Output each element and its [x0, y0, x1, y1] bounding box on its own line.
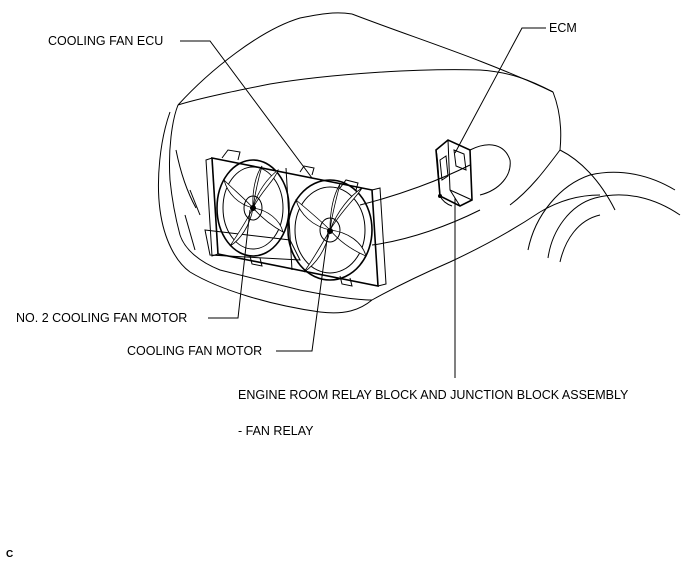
no2-cooling-fan [216, 159, 290, 257]
ecm-relay-block [435, 139, 473, 207]
label-relay-block: ENGINE ROOM RELAY BLOCK AND JUNCTION BLO… [238, 388, 629, 402]
label-fan-relay: - FAN RELAY [238, 424, 314, 438]
fan-shroud [205, 149, 387, 287]
corner-code: C [6, 549, 14, 560]
label-cooling-fan-motor: COOLING FAN MOTOR [127, 344, 263, 358]
cooling-fan [287, 179, 373, 281]
leader-lines [180, 27, 546, 378]
label-ecm: ECM [549, 21, 577, 35]
label-cooling-fan-ecu: COOLING FAN ECU [48, 34, 164, 48]
label-no2-cooling-fan-motor: NO. 2 COOLING FAN MOTOR [16, 311, 188, 325]
